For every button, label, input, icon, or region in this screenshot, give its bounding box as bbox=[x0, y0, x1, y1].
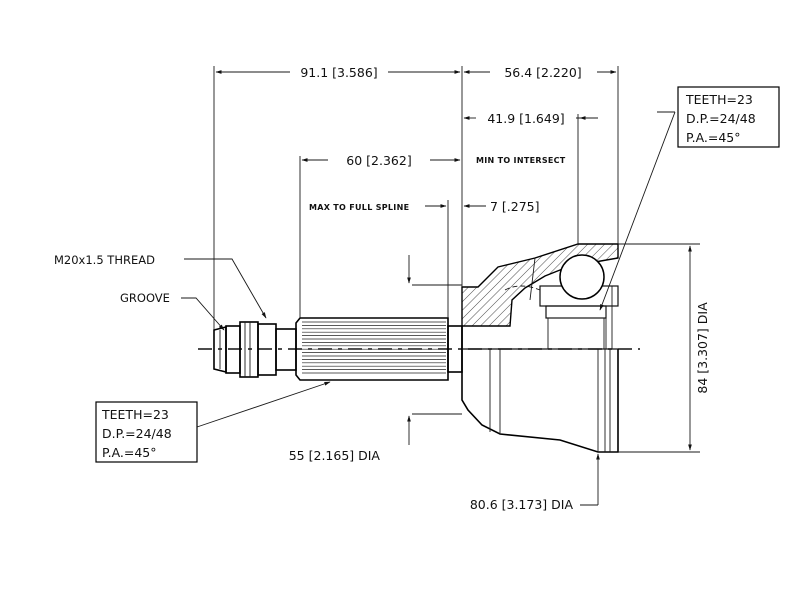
dim-spline-min: 60 [2.362] bbox=[346, 153, 411, 168]
dim-intersect: 41.9 [1.649] bbox=[487, 111, 564, 126]
dim-shaft-dia: 55 [2.165] DIA bbox=[289, 448, 381, 463]
dimension-lines bbox=[215, 70, 692, 506]
inner-dp: D.P.=24/48 bbox=[102, 426, 172, 441]
extension-lines bbox=[213, 66, 700, 453]
note-max-full-spline: MAX TO FULL SPLINE bbox=[309, 203, 409, 212]
spec-box-outer: TEETH=23 D.P.=24/48 P.A.=45° bbox=[677, 86, 780, 148]
dim-bell-length: 56.4 [2.220] bbox=[504, 65, 581, 80]
inner-pa: P.A.=45° bbox=[102, 445, 157, 460]
outer-pa: P.A.=45° bbox=[686, 130, 741, 145]
inner-teeth: TEETH=23 bbox=[101, 407, 169, 422]
threaded-stub bbox=[213, 321, 297, 378]
leaders bbox=[181, 111, 676, 428]
callout-groove: GROOVE bbox=[120, 291, 170, 305]
joint-body bbox=[198, 243, 640, 453]
spline-shaft bbox=[295, 317, 463, 381]
dim-offset: 7 [.275] bbox=[490, 199, 540, 214]
ball bbox=[559, 254, 605, 300]
outer-dp: D.P.=24/48 bbox=[686, 111, 756, 126]
outer-teeth: TEETH=23 bbox=[685, 92, 753, 107]
spec-box-inner: TEETH=23 D.P.=24/48 P.A.=45° bbox=[95, 401, 198, 463]
dim-bell-dia: 80.6 [3.173] DIA bbox=[470, 497, 574, 512]
bell-housing bbox=[461, 243, 619, 453]
dim-outer-dia: 84 [3.307] DIA bbox=[695, 302, 710, 394]
dim-overall-stub: 91.1 [3.586] bbox=[300, 65, 377, 80]
note-min-to-intersect: MIN TO INTERSECT bbox=[476, 156, 566, 165]
callout-thread: M20x1.5 THREAD bbox=[54, 253, 155, 267]
